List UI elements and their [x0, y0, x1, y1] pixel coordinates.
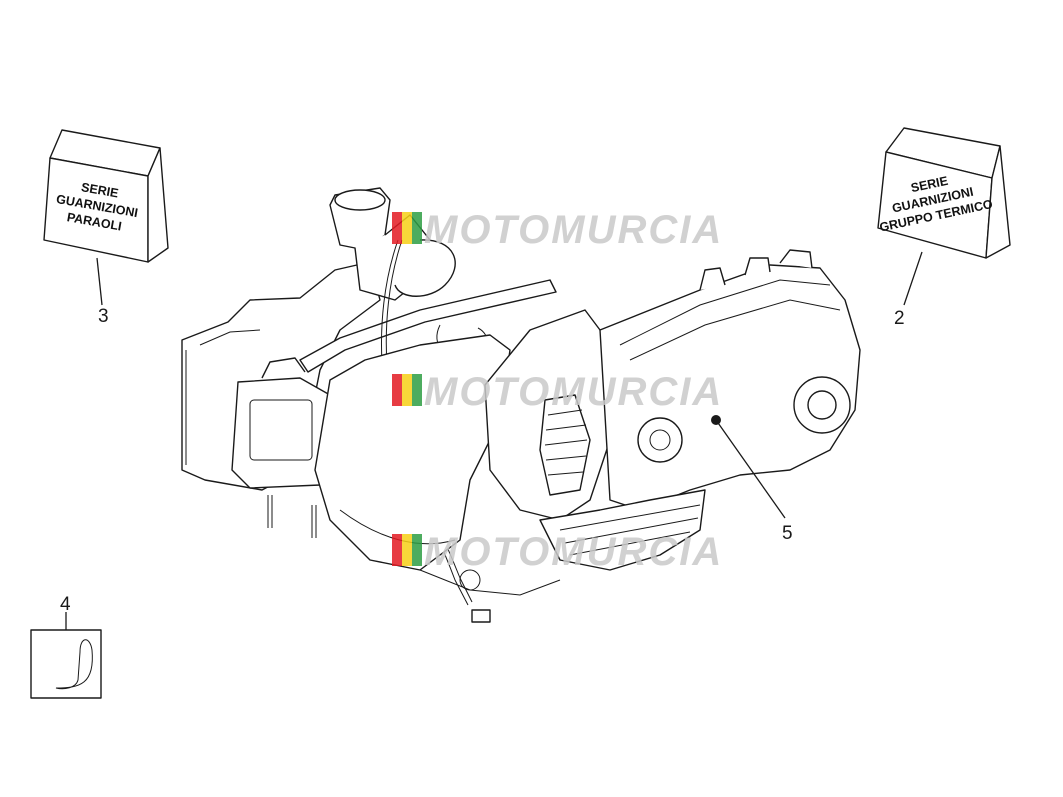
- part-4-seal-box: [30, 629, 102, 699]
- callout-5: 5: [782, 523, 793, 544]
- watermark-top-text: MOTOMURCIA: [424, 208, 723, 252]
- watermark-top: MOTOMURCIA: [392, 208, 723, 252]
- leader-lines: [65, 251, 923, 630]
- engine-assembly-drawing: [181, 187, 861, 623]
- gasket-oil-seal-kit-card: SERIE GUARNIZIONI PARAOLI: [43, 129, 169, 263]
- watermark-middle: MOTOMURCIA: [392, 370, 723, 414]
- watermark-bottom-text: MOTOMURCIA: [424, 530, 723, 574]
- callout-3: 3: [98, 306, 109, 327]
- watermark-bottom: MOTOMURCIA: [392, 530, 723, 574]
- cylinder-gasket-kit-card: SERIE GUARNIZIONI GRUPPO TERMICO: [877, 127, 1011, 259]
- callout-4: 4: [60, 594, 71, 615]
- kit-left-line-1: SERIE: [80, 180, 119, 200]
- callout-2: 2: [894, 308, 905, 329]
- watermark-middle-text: MOTOMURCIA: [424, 370, 723, 414]
